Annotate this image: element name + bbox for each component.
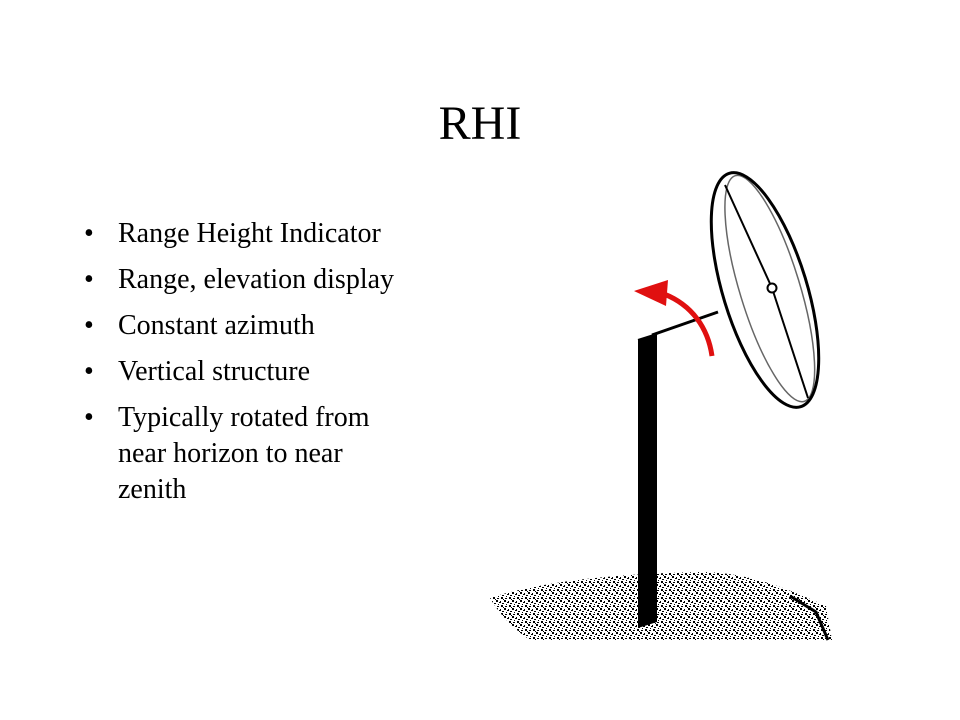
bullet-text: Range, elevation display xyxy=(118,264,395,295)
support-arm xyxy=(651,310,719,337)
bullet-item-constant-azimuth: • Constant azimuth xyxy=(84,308,414,344)
bullet-dot: • xyxy=(84,356,94,387)
bullet-text: Vertical structure xyxy=(118,356,311,387)
bullet-text: Range Height Indicator xyxy=(118,218,381,249)
ground-patch xyxy=(490,572,832,640)
slide-title: RHI xyxy=(438,97,522,150)
bullet-dot: • xyxy=(84,310,94,341)
pedestal-post xyxy=(638,334,657,628)
bullet-dot: • xyxy=(84,402,94,433)
radar-dish-icon xyxy=(490,171,832,641)
bullet-list: • Range Height Indicator • Range, elevat… xyxy=(84,216,414,518)
bullet-text: Constant azimuth xyxy=(118,310,315,341)
rotation-arrow xyxy=(663,291,715,357)
bullet-dot: • xyxy=(84,264,94,295)
bullet-item-vertical-structure: • Vertical structure xyxy=(84,354,414,390)
rotation-arrowhead xyxy=(634,280,668,306)
feed-strut-top xyxy=(724,184,773,289)
ground-edge xyxy=(789,594,830,641)
bullet-dot: • xyxy=(84,218,94,249)
feed-horn xyxy=(766,282,778,294)
dish xyxy=(709,171,821,409)
bullet-item-typically-rotated: • Typically rotated from near horizon to… xyxy=(84,400,414,508)
bullet-text: Typically rotated from near horizon to n… xyxy=(118,402,370,505)
feed-strut-bottom xyxy=(771,287,809,399)
bullet-item-range-elevation: • Range, elevation display xyxy=(84,262,414,298)
bullet-item-range-height: • Range Height Indicator xyxy=(84,216,414,252)
